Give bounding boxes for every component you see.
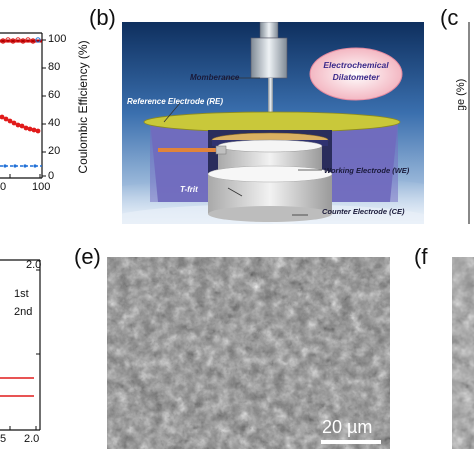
capacity-series-red [0, 114, 41, 134]
right-tick-40: 40 [48, 117, 61, 129]
panel-b-diagram [122, 22, 424, 224]
x-tick-0: 0 [0, 181, 7, 193]
panel-f-letter: (f [414, 244, 428, 269]
panel-c-axis [468, 22, 470, 224]
right-tick-0: 0 [48, 170, 55, 182]
right-tick-60: 60 [48, 89, 61, 101]
label-counter-electrode: Counter Electrode (CE) [322, 207, 405, 216]
label-dilatometer-line2: Dilatometer [332, 72, 380, 82]
right-axis-title: Coulombic Efficiency (%) [76, 40, 90, 174]
right-tick-80: 80 [48, 61, 61, 73]
panel-d-x-tick-end: 2.0 [24, 433, 40, 445]
sem-image-e [107, 257, 390, 449]
panel-c-letter: (c [440, 5, 459, 30]
panel-d-top-tick: 2.0 [26, 259, 42, 271]
legend-1st: 1st [14, 288, 29, 300]
right-tick-100: 100 [48, 33, 67, 45]
panel-e-letter: (e) [74, 244, 101, 269]
panel-a-plot [0, 32, 46, 179]
right-tick-20: 20 [48, 145, 61, 157]
label-membrane: Momberance [190, 73, 240, 82]
x-tick-100: 100 [32, 181, 51, 193]
capacity-series-blue [0, 164, 42, 168]
label-t-frit: T-frit [180, 185, 198, 194]
panel-d-x-tick-prev: 5 [0, 433, 7, 445]
label-working-electrode: Working Electrode (WE) [324, 166, 410, 175]
scale-bar [321, 440, 381, 444]
label-reference-electrode: Reference Electrode (RE) [127, 97, 224, 106]
panel-b-letter: (b) [89, 5, 116, 30]
scale-bar-label: 20 µm [322, 417, 373, 437]
legend-2nd: 2nd [14, 306, 33, 318]
label-dilatometer-line1: Electrochemical [323, 60, 389, 70]
panel-d-plot [0, 259, 41, 431]
efficiency-series-dark [0, 37, 42, 44]
sem-image-f [452, 257, 474, 449]
sem-texture [107, 257, 390, 449]
